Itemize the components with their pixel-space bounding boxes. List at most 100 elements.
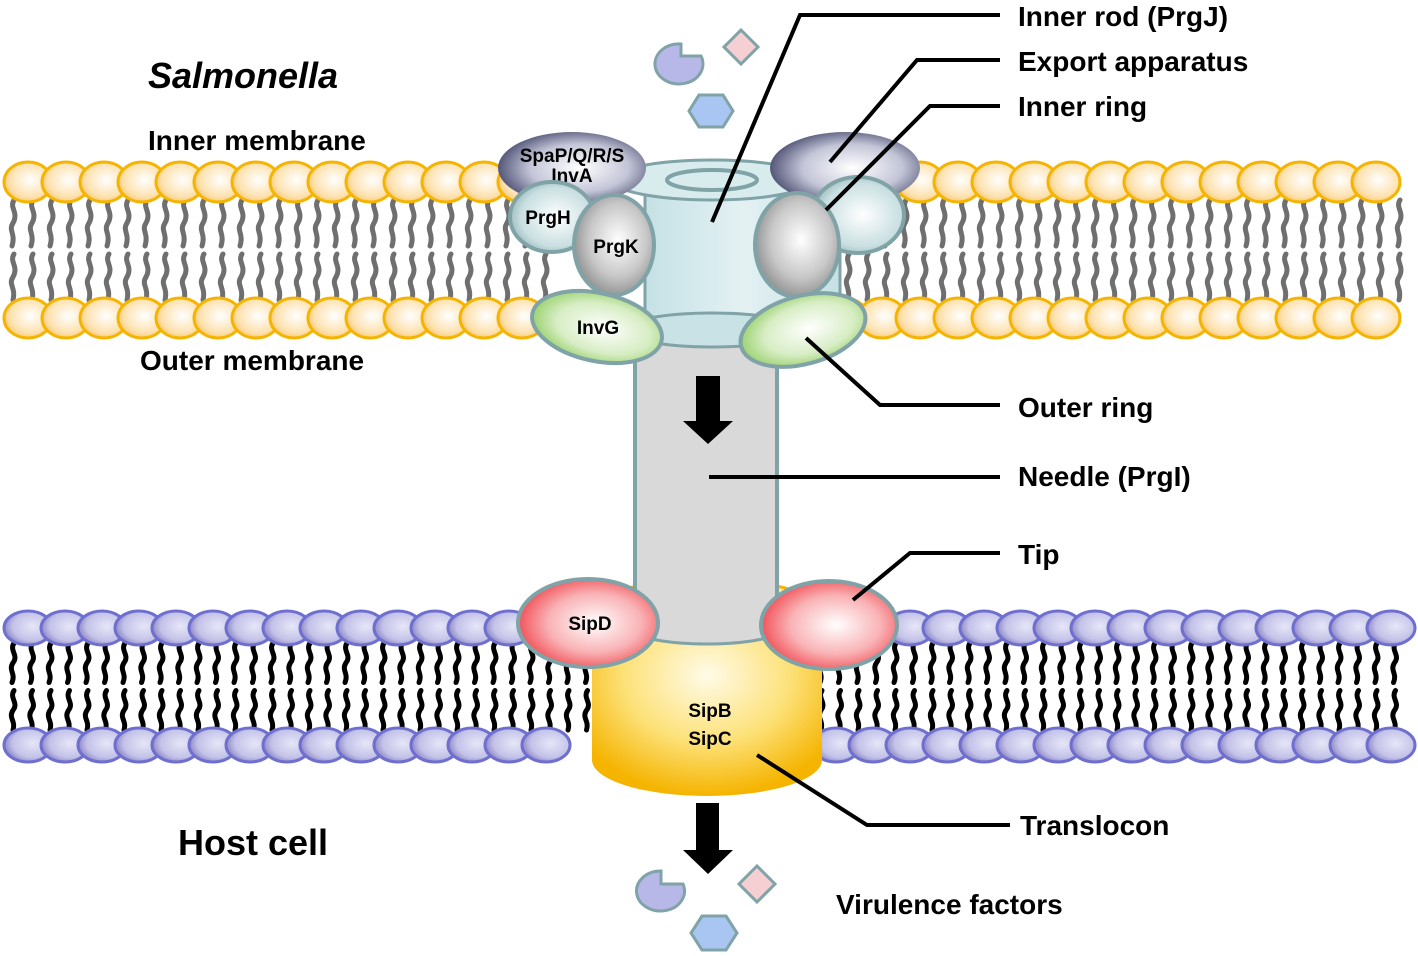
protein-label-sipc: SipC: [688, 729, 732, 750]
lipid-tail: [927, 688, 937, 733]
lipid-tail: [909, 688, 918, 733]
lipid-tail: [141, 197, 151, 249]
lipid-tail: [471, 688, 480, 733]
lipid-tail: [1186, 688, 1196, 733]
lipid-tail: [407, 251, 417, 303]
lipid-tail: [1223, 688, 1233, 733]
lipid-tail: [331, 197, 341, 249]
lipid-tail: [489, 640, 499, 685]
lipid-tail: [1038, 640, 1048, 685]
lipid-tail: [1204, 251, 1214, 303]
lipid-tail: [141, 251, 151, 303]
lipid-tail: [415, 688, 425, 733]
lipid-tail: [1038, 688, 1048, 733]
lipid-tail: [938, 251, 948, 303]
lipid-tail: [853, 688, 863, 733]
lipid-tail: [426, 197, 436, 249]
lipid-tail: [1297, 640, 1307, 685]
lipid-tail: [1261, 251, 1271, 303]
callout-label-inner-ring: Inner ring: [1018, 91, 1147, 122]
effectors-top: [653, 27, 761, 129]
lipid-tail: [286, 688, 295, 733]
lipid-tail: [1205, 688, 1214, 733]
lipid-tail: [138, 640, 147, 685]
effector-pacman-icon: [653, 42, 705, 86]
lipid-tail: [890, 688, 900, 733]
lipid-tail: [27, 197, 37, 249]
protein-label-prgh: PrgH: [525, 208, 570, 229]
protein-label-spapqrs: SpaP/Q/R/S: [520, 146, 625, 167]
lipid-tail: [27, 640, 36, 685]
lipid-tail: [1112, 640, 1122, 685]
lipid-tail: [1299, 197, 1309, 249]
lipid-tail: [179, 197, 189, 249]
outer-ring-invg-right: [738, 291, 868, 369]
lipid-tail: [378, 688, 388, 733]
lipid-tail: [862, 251, 872, 303]
lipid-tail: [964, 688, 974, 733]
lipid-tail: [230, 640, 240, 685]
lipid-tail: [1020, 640, 1029, 685]
lipid-tail: [45, 688, 55, 733]
lipid-tail: [267, 640, 277, 685]
lipid-tail: [835, 688, 844, 733]
lipid-head: [1350, 296, 1402, 340]
lipid-tail: [1204, 197, 1214, 249]
lipid-tail: [198, 251, 208, 303]
lipid-tail: [369, 251, 379, 303]
lipid-tail: [1149, 688, 1159, 733]
lipid-tail: [919, 197, 929, 249]
lipid-tail: [1033, 251, 1043, 303]
region-label-host-cell: Host cell: [178, 822, 328, 863]
lipid-tail: [1242, 197, 1252, 249]
lipid-tail: [1394, 197, 1404, 249]
lipid-tail: [1071, 197, 1081, 249]
lipid-tail: [312, 251, 322, 303]
lipid-tail: [82, 640, 92, 685]
lipid-tail: [1014, 251, 1024, 303]
lipid-tail: [1001, 688, 1011, 733]
callout-label-inner-rod: Inner rod (PrgJ): [1018, 1, 1228, 32]
lipid-tail: [909, 640, 918, 685]
lipid-tail: [445, 197, 455, 249]
lipid-tail: [8, 197, 18, 249]
protein-label-invg: InvG: [577, 318, 619, 339]
lipid-tail: [471, 640, 480, 685]
lipid-tail: [1149, 640, 1159, 685]
lipid-tail: [1390, 688, 1399, 733]
virulence-factors-label: Virulence factors: [836, 889, 1063, 920]
lipid-head: [1350, 160, 1402, 204]
lipid-tail: [156, 640, 166, 685]
lipid-tail: [1001, 640, 1011, 685]
lipid-tail: [1186, 640, 1196, 685]
lipid-tail: [274, 251, 284, 303]
callout-label-outer-ring: Outer ring: [1018, 392, 1153, 423]
lipid-tail: [1223, 197, 1233, 249]
lipid-tail: [582, 688, 591, 733]
leader-inner-rod: [710, 13, 1000, 223]
lipid-tail: [434, 640, 443, 685]
lipid-tail: [1168, 640, 1177, 685]
lipid-tail: [508, 640, 517, 685]
effector-pacman-icon: [635, 869, 687, 913]
effector-hexagon-icon: [687, 93, 735, 129]
lipid-tail: [388, 251, 398, 303]
lipid-tail: [1375, 251, 1385, 303]
lipid-tail: [27, 251, 37, 303]
lipid-tail: [1057, 688, 1066, 733]
lipid-tail: [946, 640, 955, 685]
lipid-tail: [193, 688, 203, 733]
lipid-tail: [1318, 251, 1328, 303]
tip-sipd-right: [759, 579, 899, 671]
secretion-arrow-icon: [683, 376, 733, 444]
lipid-tail: [46, 251, 56, 303]
lipid-tail: [1090, 251, 1100, 303]
lipid-tail: [1394, 251, 1404, 303]
lipid-tail: [217, 251, 227, 303]
lipid-tail: [1316, 640, 1325, 685]
lipid-tail: [65, 197, 75, 249]
lipid-tail: [45, 640, 55, 685]
lipid-tail: [983, 688, 992, 733]
lipid-tail: [1075, 688, 1085, 733]
effector-diamond-icon: [736, 863, 778, 905]
